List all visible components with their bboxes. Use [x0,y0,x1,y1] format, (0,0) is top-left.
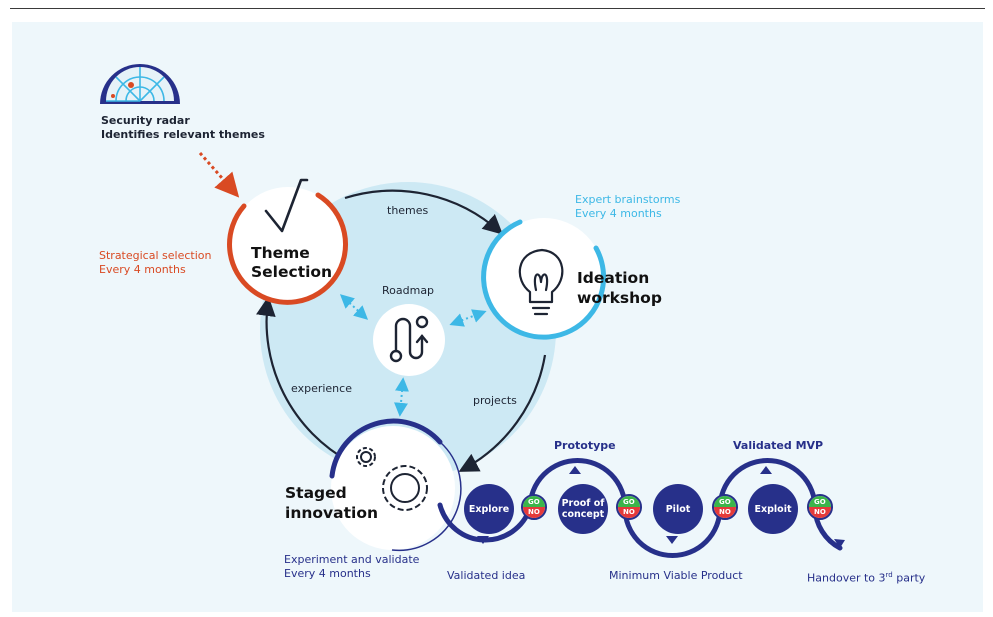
gate-3-no: NO [719,508,731,516]
theme-selection-ring [227,192,348,305]
ideation-title-2: workshop [577,289,662,307]
gears-icon [356,447,428,511]
top-rule [10,8,985,9]
roadmap-link-ideation [449,309,487,327]
checkmark-icon [264,178,309,233]
validated-idea-label: Validated idea [447,569,526,582]
ideation-note-2: Every 4 months [575,207,662,220]
theme-selection-note-2: Every 4 months [99,263,186,276]
themes-arrow [344,189,503,235]
gate-3-go: GO [719,498,731,506]
themes-label: themes [387,204,429,217]
lightbulb-icon [518,248,564,316]
ideation-ring [481,219,607,340]
roadmap-label: Roadmap [382,284,435,297]
roadmap-link-theme [339,294,369,320]
ideation-circle [484,218,604,338]
theme-selection-title-1: Theme [251,244,310,262]
radar-arrow [198,152,240,198]
roadmap-link-staged [394,377,409,417]
pipeline-arrowheads [477,466,845,548]
ideation-note-1: Expert brainstorms [575,193,681,206]
node-explore-label: Explore [468,503,510,515]
staged-ring [329,418,443,479]
radar-title: Security radar [101,114,190,127]
gate-4-no: NO [814,508,826,516]
validated-mvp-label: Validated MVP [733,439,824,452]
gate-4 [807,494,833,520]
experience-arrow [256,296,351,463]
gate-1 [521,494,547,520]
gate-1-no: NO [528,508,540,516]
gate-1-go: GO [528,498,540,506]
mvp-label: Minimum Viable Product [609,569,743,582]
staged-title-2: innovation [285,504,378,522]
node-explore [464,484,514,534]
radar-icon [100,64,180,104]
staged-title-1: Staged [285,484,347,502]
theme-selection-title-2: Selection [251,263,333,281]
gate-3 [712,494,738,520]
gate-2-no: NO [623,508,635,516]
experience-label: experience [291,382,352,395]
projects-arrow [458,354,547,472]
node-pilot [653,484,703,534]
gate-2-go: GO [623,498,635,506]
theme-selection-note-1: Strategical selection [99,249,212,262]
staged-circle [331,426,455,550]
staged-note-1: Experiment and validate [284,553,420,566]
gate-2 [616,494,642,520]
staged-note-2: Every 4 months [284,567,371,580]
theme-selection-circle [230,187,346,303]
node-exploit [748,484,798,534]
prototype-label: Prototype [554,439,616,452]
gate-4-go: GO [814,498,826,506]
node-pilot-label: Pilot [665,503,691,515]
roadmap-icon [389,315,429,363]
node-proof-of-concept [558,484,608,534]
radar-subtitle: Identifies relevant themes [101,128,265,141]
node-exploit-label: Exploit [754,503,792,515]
staged-ring-thin [391,441,462,552]
ideation-title-1: Ideation [577,269,650,287]
handover-label: Handover to 3rd party [807,571,926,585]
node-proof-of-concept-label: Proof of concept [561,498,605,520]
projects-label: projects [473,394,517,407]
